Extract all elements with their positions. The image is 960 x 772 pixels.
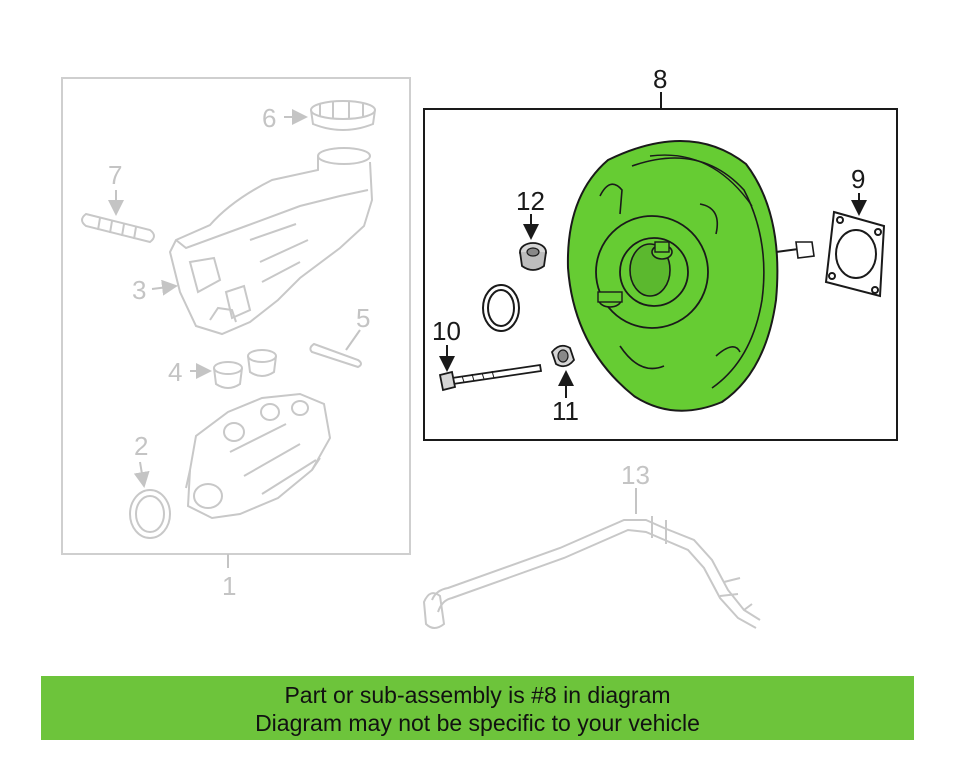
callout-3: 3 xyxy=(132,275,146,305)
banner-line-1: Part or sub-assembly is #8 in diagram xyxy=(284,682,671,708)
reservoir-cap-part xyxy=(310,100,376,131)
callout-9: 9 xyxy=(851,164,865,194)
master-cylinder-frame xyxy=(61,77,411,555)
callout-10: 10 xyxy=(432,316,461,346)
callout-6: 6 xyxy=(262,103,276,133)
nut-12-part xyxy=(519,242,547,271)
callout-2: 2 xyxy=(134,431,148,461)
info-banner: Part or sub-assembly is #8 in diagram Di… xyxy=(41,676,914,740)
callout-4: 4 xyxy=(168,357,182,387)
gasket-part xyxy=(824,210,886,298)
pin-5-part xyxy=(309,342,362,369)
brake-booster-part[interactable] xyxy=(566,139,815,412)
o-ring-part xyxy=(129,489,171,539)
master-cylinder-body-part xyxy=(185,392,332,520)
callout-3-arrow xyxy=(151,279,178,296)
grommets-part xyxy=(213,349,277,389)
callout-12: 12 xyxy=(516,186,545,216)
banner-line-2: Diagram may not be specific to your vehi… xyxy=(255,710,700,736)
callout-7: 7 xyxy=(108,160,122,190)
vacuum-hose-part xyxy=(422,516,761,629)
callout-13: 13 xyxy=(621,460,650,490)
callout-8: 8 xyxy=(653,64,667,94)
nut-11-part xyxy=(550,344,576,368)
master-cylinder-group xyxy=(61,77,411,568)
callout-2-arrow xyxy=(133,461,150,488)
bolt-part xyxy=(438,363,543,392)
reservoir-part xyxy=(168,147,374,336)
pin-part xyxy=(81,212,155,244)
booster-o-ring-part xyxy=(482,284,520,332)
callout-5: 5 xyxy=(356,303,370,333)
callout-11: 11 xyxy=(552,396,579,426)
callout-5-leader xyxy=(345,329,361,351)
callout-1: 1 xyxy=(222,571,236,601)
booster-group xyxy=(423,92,898,441)
